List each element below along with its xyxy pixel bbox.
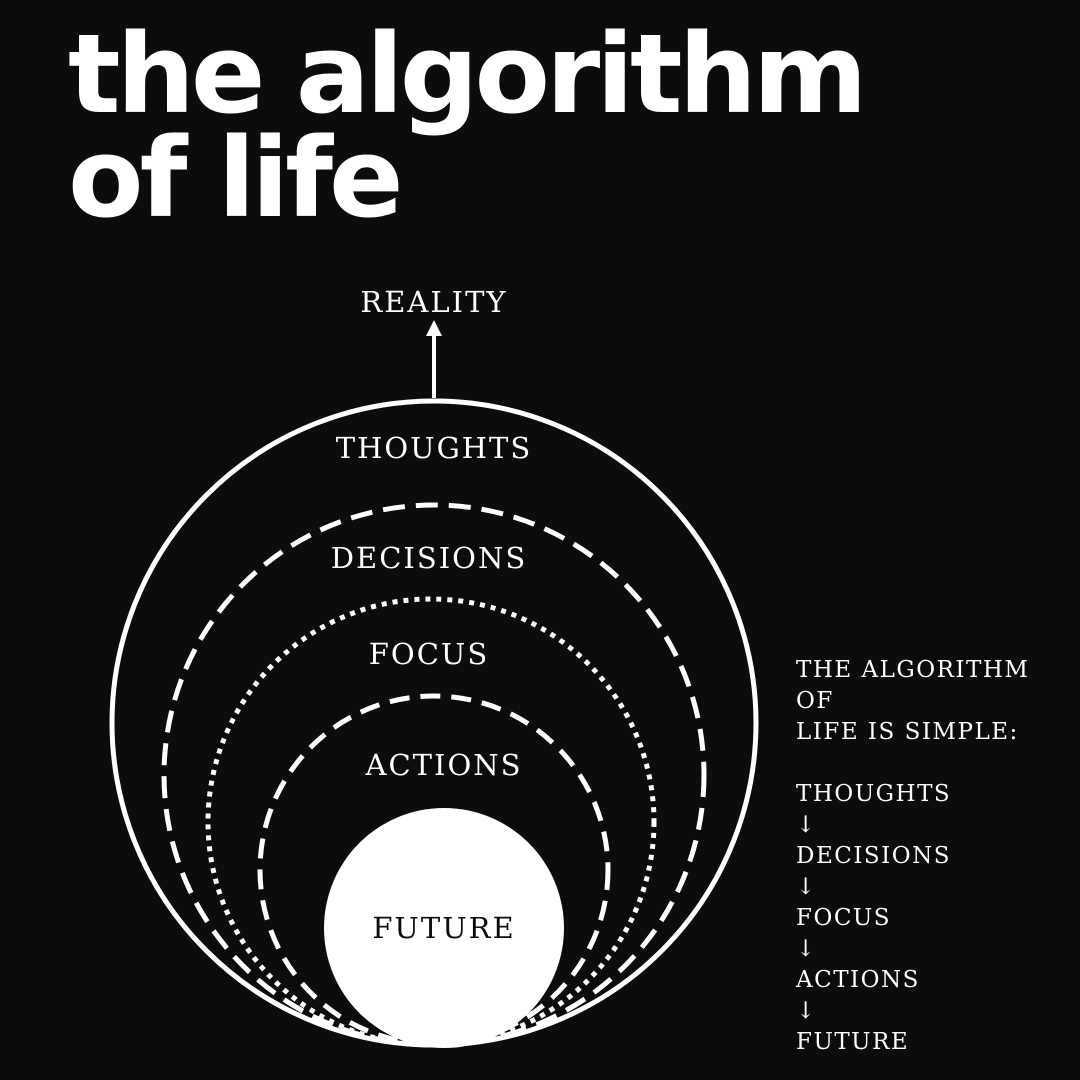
down-arrow-icon: ↓ [796,812,817,838]
summary-intro-line-1: THE ALGORITHM OF [796,657,1030,714]
focus-label: FOCUS [369,637,489,671]
down-arrow-icon: ↓ [796,936,817,962]
down-arrow-icon: ↓ [796,998,817,1024]
future-core-circle [324,808,564,1048]
down-arrow-icon: ↓ [796,874,817,900]
summary-step-decisions: DECISIONS [796,843,951,869]
page-title: the algorithm of life [68,10,868,242]
algorithm-summary: THE ALGORITHM OF LIFE IS SIMPLE: THOUGHT… [796,655,1076,1058]
actions-circle [257,693,611,1047]
summary-intro-line-2: LIFE IS SIMPLE: [796,719,1019,745]
reality-arrow-head [426,320,442,336]
decisions-circle [161,502,707,1048]
reality-label: REALITY [360,285,507,319]
title-line-1: the algorithm [68,10,868,138]
summary-step-focus: FOCUS [796,905,892,931]
actions-label: ACTIONS [365,748,523,782]
summary-step-actions: ACTIONS [796,967,920,993]
future-label: FUTURE [372,911,515,945]
decisions-label: DECISIONS [331,541,527,575]
summary-step-future: FUTURE [796,1029,910,1055]
thoughts-label: THOUGHTS [336,431,533,465]
summary-spacer [796,748,1076,779]
title-line-2: of life [68,114,404,242]
summary-step-thoughts: THOUGHTS [796,781,952,807]
focus-circle [205,596,657,1048]
